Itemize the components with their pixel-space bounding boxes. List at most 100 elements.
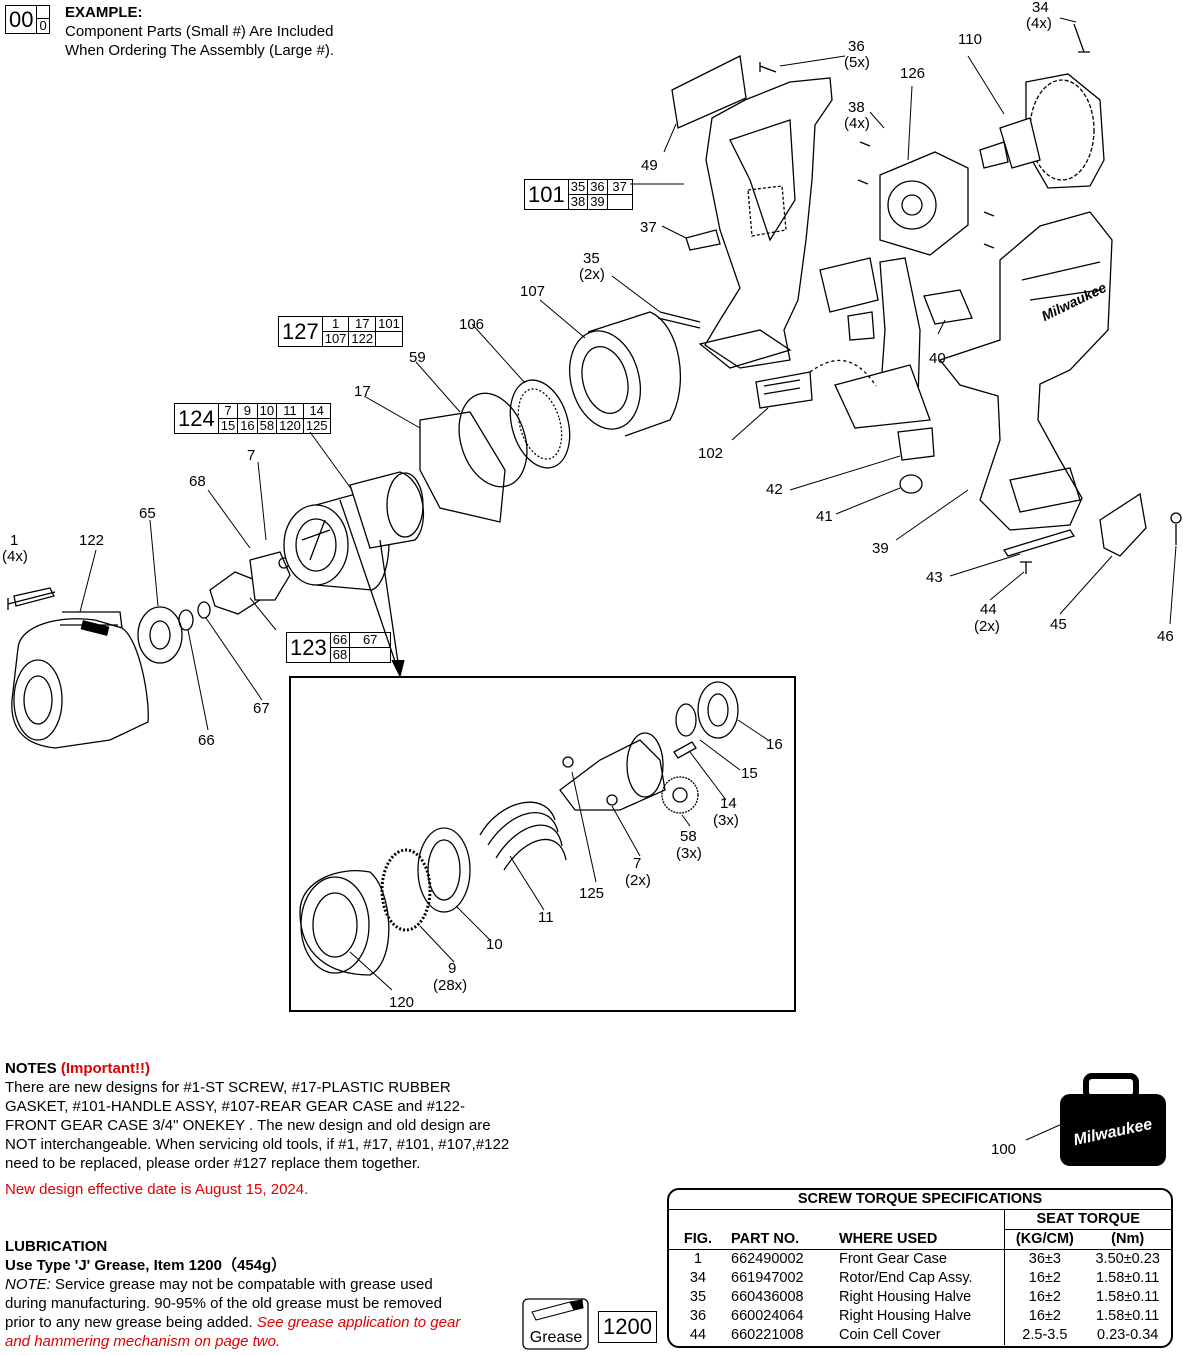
torque-cell: 44 xyxy=(689,1327,707,1343)
example-title: EXAMPLE: xyxy=(65,4,143,21)
callout-7-detail-qty: (2x) xyxy=(625,872,651,889)
callout-1: 1 xyxy=(10,532,18,549)
torque-header: PART NO. xyxy=(731,1230,800,1247)
assembly-124-part: 14 xyxy=(302,403,331,419)
lubrication-line: prior to any new grease being added. xyxy=(5,1314,257,1331)
mechanism-detail-parts xyxy=(299,681,739,976)
lubrication-see-page: See grease application to gear xyxy=(256,1314,461,1331)
notes-important: (Important!!) xyxy=(60,1060,151,1077)
torque-cell: Front Gear Case xyxy=(839,1251,947,1267)
callout-10: 10 xyxy=(486,936,503,953)
assembly-123-part xyxy=(349,647,392,663)
torque-title: SCREW TORQUE SPECIFICATIONS xyxy=(669,1190,1171,1210)
assembly-124-part: 120 xyxy=(276,418,304,434)
pin-part xyxy=(657,311,701,329)
callout-38-qty: (4x) xyxy=(844,115,870,132)
callout-37: 37 xyxy=(640,219,657,236)
assembly-127-part: 17 xyxy=(348,316,377,332)
torque-cell: 660221008 xyxy=(731,1327,804,1343)
callout-35-qty: (2x) xyxy=(579,266,605,283)
callout-36-qty: (5x) xyxy=(844,54,870,71)
callout-41: 41 xyxy=(816,508,833,525)
callout-44-qty: (2x) xyxy=(974,618,1000,635)
callout-39: 39 xyxy=(872,540,889,557)
switch-board-part xyxy=(819,257,931,429)
torque-row: 44 660221008 Coin Cell Cover 2.5-3.5 0.2… xyxy=(669,1326,1171,1345)
example-assembly-box: 00 0 xyxy=(4,5,50,34)
torque-cell: Right Housing Halve xyxy=(839,1289,972,1305)
assembly-123-part: 67 xyxy=(349,632,392,648)
assembly-123-number: 123 xyxy=(286,632,331,663)
torque-header: (Nm) xyxy=(1111,1231,1145,1247)
callout-15: 15 xyxy=(741,765,758,782)
callout-45: 45 xyxy=(1050,616,1067,633)
assembly-124-box: 124 7 9 10 11 14 15 16 58 120 125 xyxy=(174,403,331,434)
assembly-124-part: 15 xyxy=(217,418,239,434)
callout-46: 46 xyxy=(1157,628,1174,645)
callout-14: 14 xyxy=(720,795,737,812)
callout-58-qty: (3x) xyxy=(676,845,702,862)
notes-line: FRONT GEAR CASE 3/4" ONEKEY . The new de… xyxy=(5,1117,491,1134)
callout-67: 67 xyxy=(253,700,270,717)
callout-34: 34 xyxy=(1032,0,1049,16)
torque-cell: 661947002 xyxy=(731,1270,804,1286)
notes-section: NOTES (Important!!) There are new design… xyxy=(5,1059,605,1199)
assembly-101-part: 39 xyxy=(587,194,608,210)
torque-cell: 662490002 xyxy=(731,1251,804,1267)
assembly-101-box: 101 35 36 37 38 39 xyxy=(524,179,633,210)
ring-gear-part xyxy=(509,379,571,469)
assembly-124-number: 124 xyxy=(174,403,219,434)
callout-34-qty: (4x) xyxy=(1026,15,1052,32)
callout-126: 126 xyxy=(900,65,925,82)
washer-65-part xyxy=(137,606,183,664)
torque-row: 1 662490002 Front Gear Case 36±3 3.50±0.… xyxy=(669,1249,1171,1269)
hammer-case-part xyxy=(283,489,390,591)
end-cap-part xyxy=(879,151,969,256)
assembly-127-part xyxy=(375,331,403,347)
belt-clip-part xyxy=(1099,492,1147,557)
callout-102: 102 xyxy=(698,445,723,462)
torque-cell: 16±2 xyxy=(1004,1288,1085,1307)
mechanism-detail-inset xyxy=(289,676,796,1012)
torque-cell: 0.23-0.34 xyxy=(1097,1327,1159,1343)
assembly-101-number: 101 xyxy=(524,179,569,210)
torque-row: 34 661947002 Rotor/End Cap Assy. 16±2 1.… xyxy=(669,1269,1171,1288)
notes-line: GASKET, #101-HANDLE ASSY, #107-REAR GEAR… xyxy=(5,1098,465,1115)
callout-11: 11 xyxy=(538,909,554,926)
assembly-124-part: 58 xyxy=(256,418,278,434)
example-large-number: 00 xyxy=(4,5,38,34)
assembly-124-part: 125 xyxy=(302,418,331,434)
callout-1-qty: (4x) xyxy=(2,548,28,565)
lubrication-see-page: and hammering mechanism on page two. xyxy=(5,1333,281,1350)
callout-68: 68 xyxy=(189,473,206,490)
torque-cell: 34 xyxy=(689,1270,707,1286)
label-49-part xyxy=(671,55,747,129)
torque-cell: Rotor/End Cap Assy. xyxy=(839,1270,973,1286)
callout-14-qty: (3x) xyxy=(713,812,739,829)
grease-tube-label: Grease xyxy=(529,1329,583,1346)
grease-item-number: 1200 xyxy=(598,1311,657,1343)
lubrication-line: during manufacturing. 90-95% of the old … xyxy=(5,1295,442,1312)
callout-35: 35 xyxy=(583,250,600,267)
rear-gear-case-part xyxy=(569,311,682,437)
callout-7-detail: 7 xyxy=(633,855,641,872)
callout-125: 125 xyxy=(579,885,604,902)
toolbox-part: Milwaukee xyxy=(1060,1073,1166,1166)
callout-122: 122 xyxy=(79,532,104,549)
assembly-124-part: 10 xyxy=(256,403,278,419)
callout-7-main: 7 xyxy=(247,447,255,464)
callout-49: 49 xyxy=(641,157,658,174)
assembly-123-part: 68 xyxy=(329,647,351,663)
torque-cell: 3.50±0.23 xyxy=(1095,1251,1160,1267)
assembly-127-part: 101 xyxy=(375,316,403,332)
example-key: 00 0 xyxy=(4,5,50,34)
callout-38: 38 xyxy=(848,99,865,116)
torque-cell: Coin Cell Cover xyxy=(839,1327,941,1343)
callout-40: 40 xyxy=(929,350,946,367)
gasket-part xyxy=(419,411,506,523)
torque-cell: 660024064 xyxy=(731,1308,804,1324)
assembly-127-box: 127 1 17 101 107 122 xyxy=(278,316,403,347)
callout-58: 58 xyxy=(680,828,697,845)
torque-cell: 660436008 xyxy=(731,1289,804,1305)
callout-9: 9 xyxy=(448,960,456,977)
